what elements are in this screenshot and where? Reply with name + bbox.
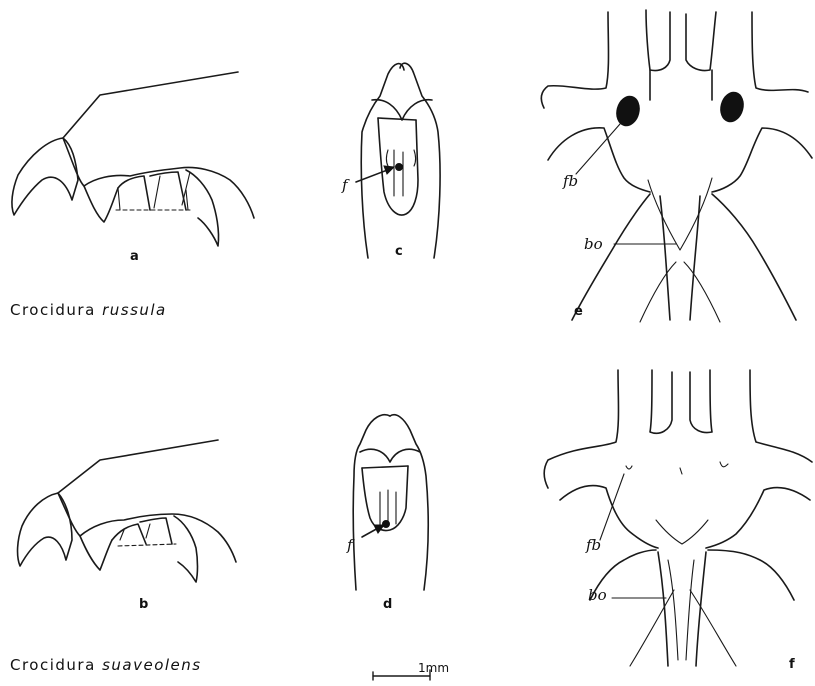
foramen-label-d: f [347,536,353,554]
panel-label-b: b [139,597,148,612]
bone-label-bo-f: bo [588,586,607,604]
drawing-b-jaw-suaveolens [18,440,236,582]
species-label-suaveolens: Crocidura suaveolens [10,656,202,674]
species-label-russula: Crocidura russula [10,301,167,319]
bone-label-bo-e: bo [584,235,603,253]
foramen-label-fb-f: fb [586,536,601,554]
genus-name: Crocidura [10,301,96,319]
panel-label-a: a [130,249,139,264]
drawing-c-incisors-russula [356,63,440,258]
drawing-a-jaw-russula [12,72,254,246]
panel-label-d: d [383,597,392,612]
genus-name: Crocidura [10,656,96,674]
drawing-f-skull-base-suaveolens [544,370,812,666]
drawing-e-skull-base-russula [541,10,812,322]
panel-label-c: c [395,244,403,259]
drawing-d-incisors-suaveolens [353,415,428,590]
foramen-label-fb-e: fb [563,172,578,190]
species-epithet: suaveolens [102,656,202,674]
scale-bar-label: 1mm [418,661,449,675]
foramen-label-c: f [342,176,348,194]
species-epithet: russula [102,301,167,319]
panel-label-e: e [574,304,583,319]
panel-label-f: f [789,657,795,672]
